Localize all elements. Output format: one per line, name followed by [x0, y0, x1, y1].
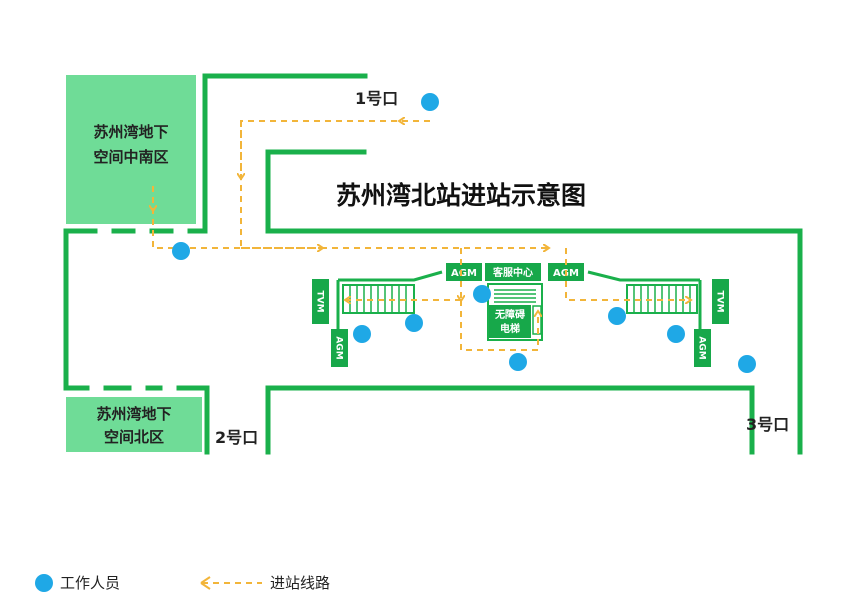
elevator-label-line2: 电梯	[500, 322, 520, 335]
zone-north	[66, 397, 202, 452]
staff-dot-exit1	[421, 93, 439, 111]
exit2-label: 2号口	[215, 428, 258, 447]
exit3-label: 3号口	[746, 415, 789, 434]
tvm-label-left: TVM	[315, 290, 325, 312]
service-center-box	[485, 263, 541, 281]
staff-dot-center	[509, 353, 527, 371]
zone-north-label-line1: 苏州湾地下	[96, 405, 171, 423]
agm-box-right	[694, 329, 711, 367]
staff-dot-exit3	[738, 355, 756, 373]
staff-dot-south-zone	[172, 242, 190, 260]
staff-dot-right-stairs	[608, 307, 626, 325]
legend-route-label: 进站线路	[270, 574, 330, 592]
tvm-box-right	[712, 279, 729, 324]
page-title: 苏州湾北站进站示意图	[336, 181, 586, 210]
elevator-label-line1: 无障碍	[494, 308, 525, 321]
staff-dot-right-gate	[667, 325, 685, 343]
station-walls	[63, 73, 803, 455]
entry-routes	[153, 121, 690, 351]
legend: 工作人员 进站线路	[35, 574, 330, 592]
agm-box-left	[331, 329, 348, 367]
route-elevator-loop	[460, 300, 538, 351]
legend-staff-icon	[35, 574, 53, 592]
tvm-label-right: TVM	[715, 290, 725, 312]
staff-dot-left-stairs	[405, 314, 423, 332]
route-right-drop	[565, 248, 690, 300]
elevator: 无障碍 电梯	[487, 283, 543, 341]
staff-markers	[172, 93, 756, 373]
agm-label-top-left: AGM	[451, 268, 477, 279]
exit1-label: 1号口	[355, 89, 398, 108]
staff-dot-service-center	[473, 285, 491, 303]
zone-south-central	[66, 75, 196, 224]
agm-label-right: AGM	[697, 336, 707, 359]
zone-south-label-line2: 空间中南区	[93, 148, 168, 166]
zone-south-label-line1: 苏州湾地下	[93, 123, 168, 141]
zone-north-label-line2: 空间北区	[104, 428, 164, 446]
agm-label-left: AGM	[334, 336, 344, 359]
service-center-label: 客服中心	[492, 266, 533, 279]
tvm-box-left	[312, 279, 329, 324]
agm-box-top-left	[446, 263, 482, 281]
legend-staff-label: 工作人员	[60, 574, 120, 592]
staff-dot-left-tvm	[353, 325, 371, 343]
